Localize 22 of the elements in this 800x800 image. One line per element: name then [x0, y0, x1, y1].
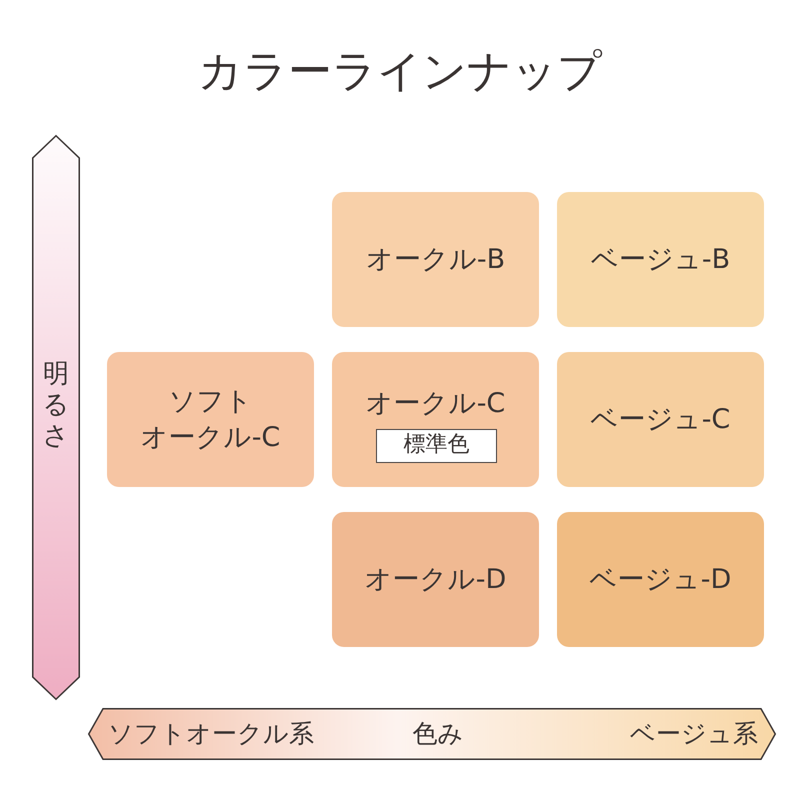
shade-name: オークル-D [364, 562, 506, 596]
standard-shade-tag: 標準色 [376, 429, 497, 463]
shade-name: ベージュ-D [590, 562, 732, 596]
shade-name: ベージュ-B [590, 242, 730, 276]
shade-name: ソフトオークル-C [140, 384, 280, 454]
shade-tile [332, 352, 539, 487]
shade-tile [332, 512, 539, 647]
axis-label: 色み [412, 719, 464, 749]
axis-label: ソフトオークル系 [108, 719, 314, 749]
title: カラーラインナップ [197, 45, 604, 99]
shade-tile [332, 192, 539, 327]
axis-label: 明るさ [42, 359, 70, 452]
shade-name: ベージュ-C [590, 402, 730, 436]
brightness-axis-band [32, 135, 80, 700]
shade-tile [557, 512, 764, 647]
shade-tile [107, 352, 314, 487]
shade-tile [557, 352, 764, 487]
shade-name: オークル-C [366, 387, 506, 421]
shade-tile [557, 192, 764, 327]
hue-axis-band [88, 708, 776, 760]
axis-label: ベージュ系 [630, 719, 758, 749]
shade-name: オークル-B [366, 242, 506, 276]
